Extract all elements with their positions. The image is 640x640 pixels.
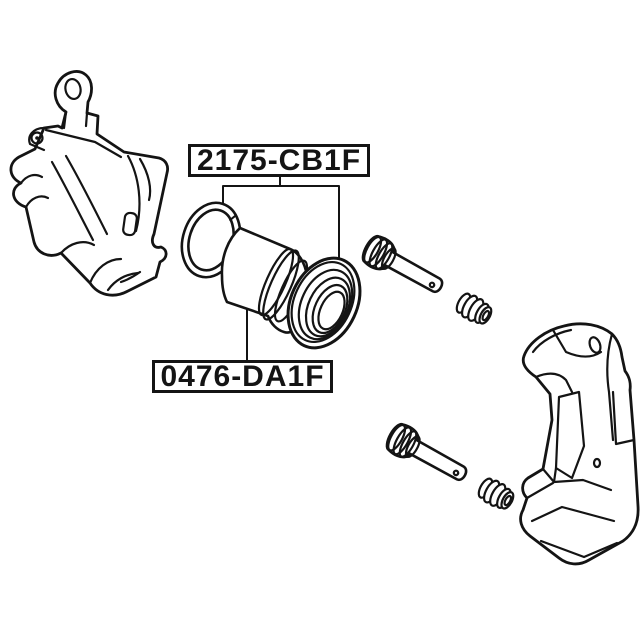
bracket-bolt-hole [588, 336, 602, 354]
pin-bushing-lower [477, 477, 515, 510]
kit-label-connector [222, 175, 340, 262]
dust-boot [286, 256, 362, 350]
part-number-label-cylinder-kit: 2175-CB1F [188, 144, 370, 177]
part-number-label-piston: 0476-DA1F [152, 360, 333, 393]
caliper-mount-hole [64, 77, 82, 101]
bleeder-screw-boss [28, 126, 46, 152]
caliper-mounting-bracket [519, 322, 640, 566]
brake-piston [220, 226, 310, 334]
bleeder-screw [30, 131, 44, 145]
slide-pin-lower [385, 422, 468, 482]
slide-pin-upper [361, 234, 444, 294]
pin-bushing-upper [455, 292, 493, 325]
part-number-text: 2175-CB1F [196, 143, 362, 177]
brake-caliper-housing [9, 70, 169, 297]
part-number-text: 0476-DA1F [160, 359, 325, 393]
